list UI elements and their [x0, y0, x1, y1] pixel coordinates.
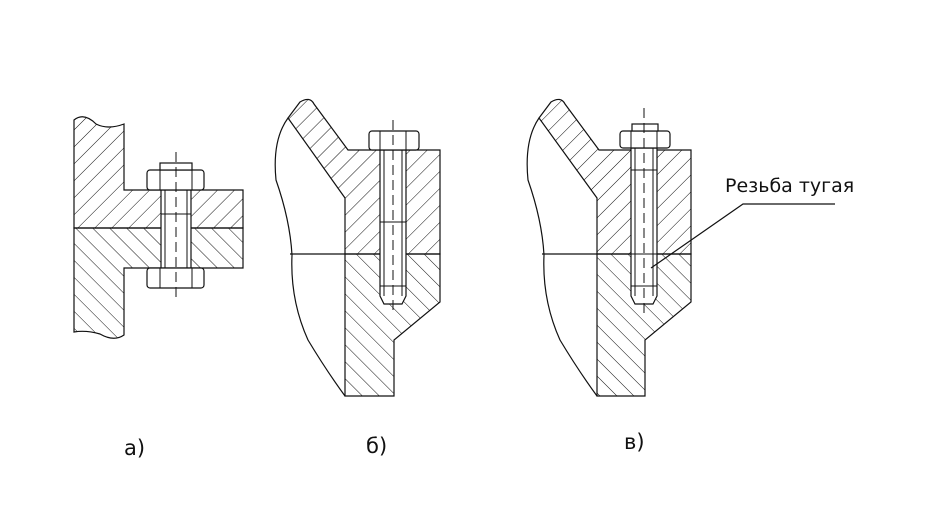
view-c-nut	[619, 130, 671, 149]
view-b-bolt-in-threaded-hole	[274, 98, 441, 397]
view-a-label: а)	[124, 436, 146, 460]
view-b-upper-part	[287, 98, 441, 255]
view-c-stud	[526, 98, 835, 397]
view-a-through-bolt	[73, 116, 244, 339]
thread-note-label: Резьба тугая	[725, 175, 855, 197]
view-b-label: б)	[366, 434, 388, 458]
view-c-label: в)	[624, 430, 645, 454]
view-c-lower-part	[596, 253, 692, 397]
view-b-lower-part	[344, 253, 441, 397]
view-a-lower-part	[73, 227, 244, 339]
thread-note-leader	[650, 203, 835, 269]
view-a-upper-part	[73, 116, 244, 229]
view-c-upper-part	[538, 98, 692, 255]
view-b-bolt-head	[368, 130, 420, 151]
